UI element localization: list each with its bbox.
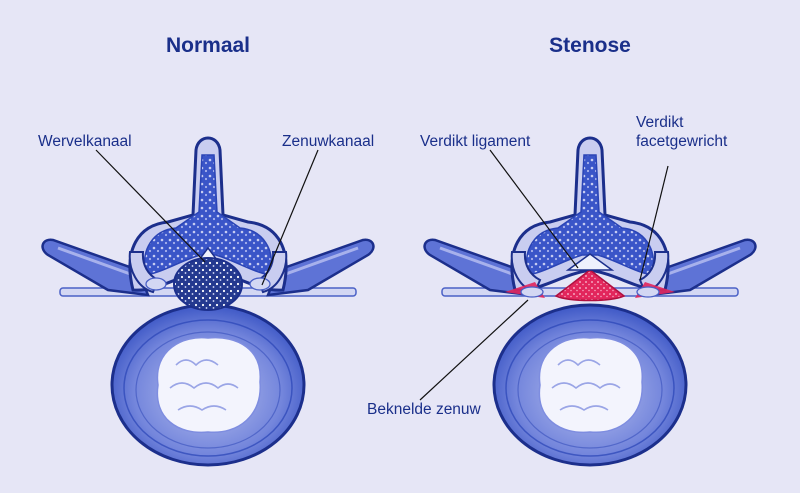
normal-vertebra [41,136,375,467]
leader-facet [639,165,669,281]
label-canal: Wervelkanaal [38,133,132,150]
leader-nerve [419,299,529,401]
leader-ligament [489,149,579,269]
label-facet-line2: facetgewricht [636,133,728,150]
thickened-ligament [554,269,626,302]
stenosis-title: Stenose [549,34,631,57]
stenosis-vertebra [423,136,757,467]
label-nerve: Beknelde zenuw [367,401,481,418]
label-nerve-canal: Zenuwkanaal [282,133,375,150]
label-facet-line1: Verdikt [636,114,684,131]
normal-title: Normaal [165,34,251,57]
leader-canal [95,149,206,263]
spinal-cord [173,257,243,311]
label-ligament: Verdikt ligament [420,133,531,150]
leader-nerve-canal [261,149,319,286]
